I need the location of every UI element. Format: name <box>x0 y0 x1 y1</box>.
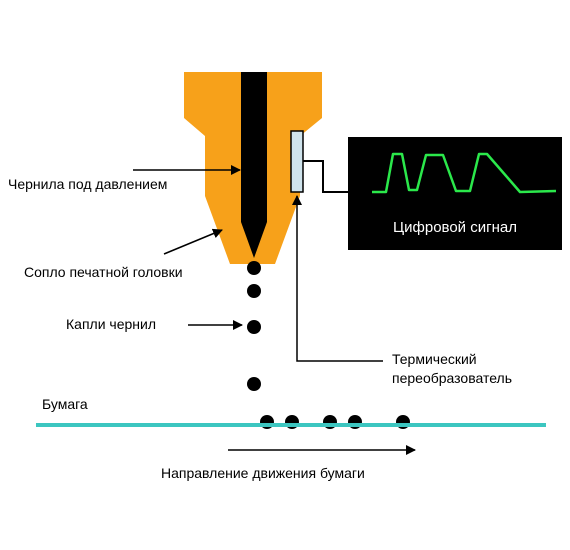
label-printhead-nozzle: Сопло печатной головки <box>24 264 183 280</box>
label-ink-under-pressure: Чернила под давлением <box>8 176 167 192</box>
ink-channel <box>241 72 267 258</box>
label-thermal-transducer-line1: Термический <box>392 351 477 367</box>
ink-droplet <box>247 377 261 391</box>
label-paper-direction: Направление движения бумаги <box>161 465 365 481</box>
digital-signal-box <box>348 137 562 250</box>
digital-waveform-icon <box>372 152 557 194</box>
ink-droplet <box>247 261 261 275</box>
thermal-transducer <box>290 130 304 193</box>
label-ink-droplets: Капли чернил <box>66 316 156 332</box>
digital-signal-label: Цифровой сигнал <box>393 219 517 236</box>
falling-droplets <box>247 261 261 391</box>
arrow-right-icon <box>163 228 223 255</box>
ink-droplet <box>247 320 261 334</box>
ink-droplet <box>247 284 261 298</box>
label-paper: Бумага <box>42 396 88 412</box>
label-thermal-transducer-line2: переобразователь <box>392 370 512 386</box>
transducer-wire <box>303 160 348 193</box>
transducer-pointer <box>292 195 383 362</box>
